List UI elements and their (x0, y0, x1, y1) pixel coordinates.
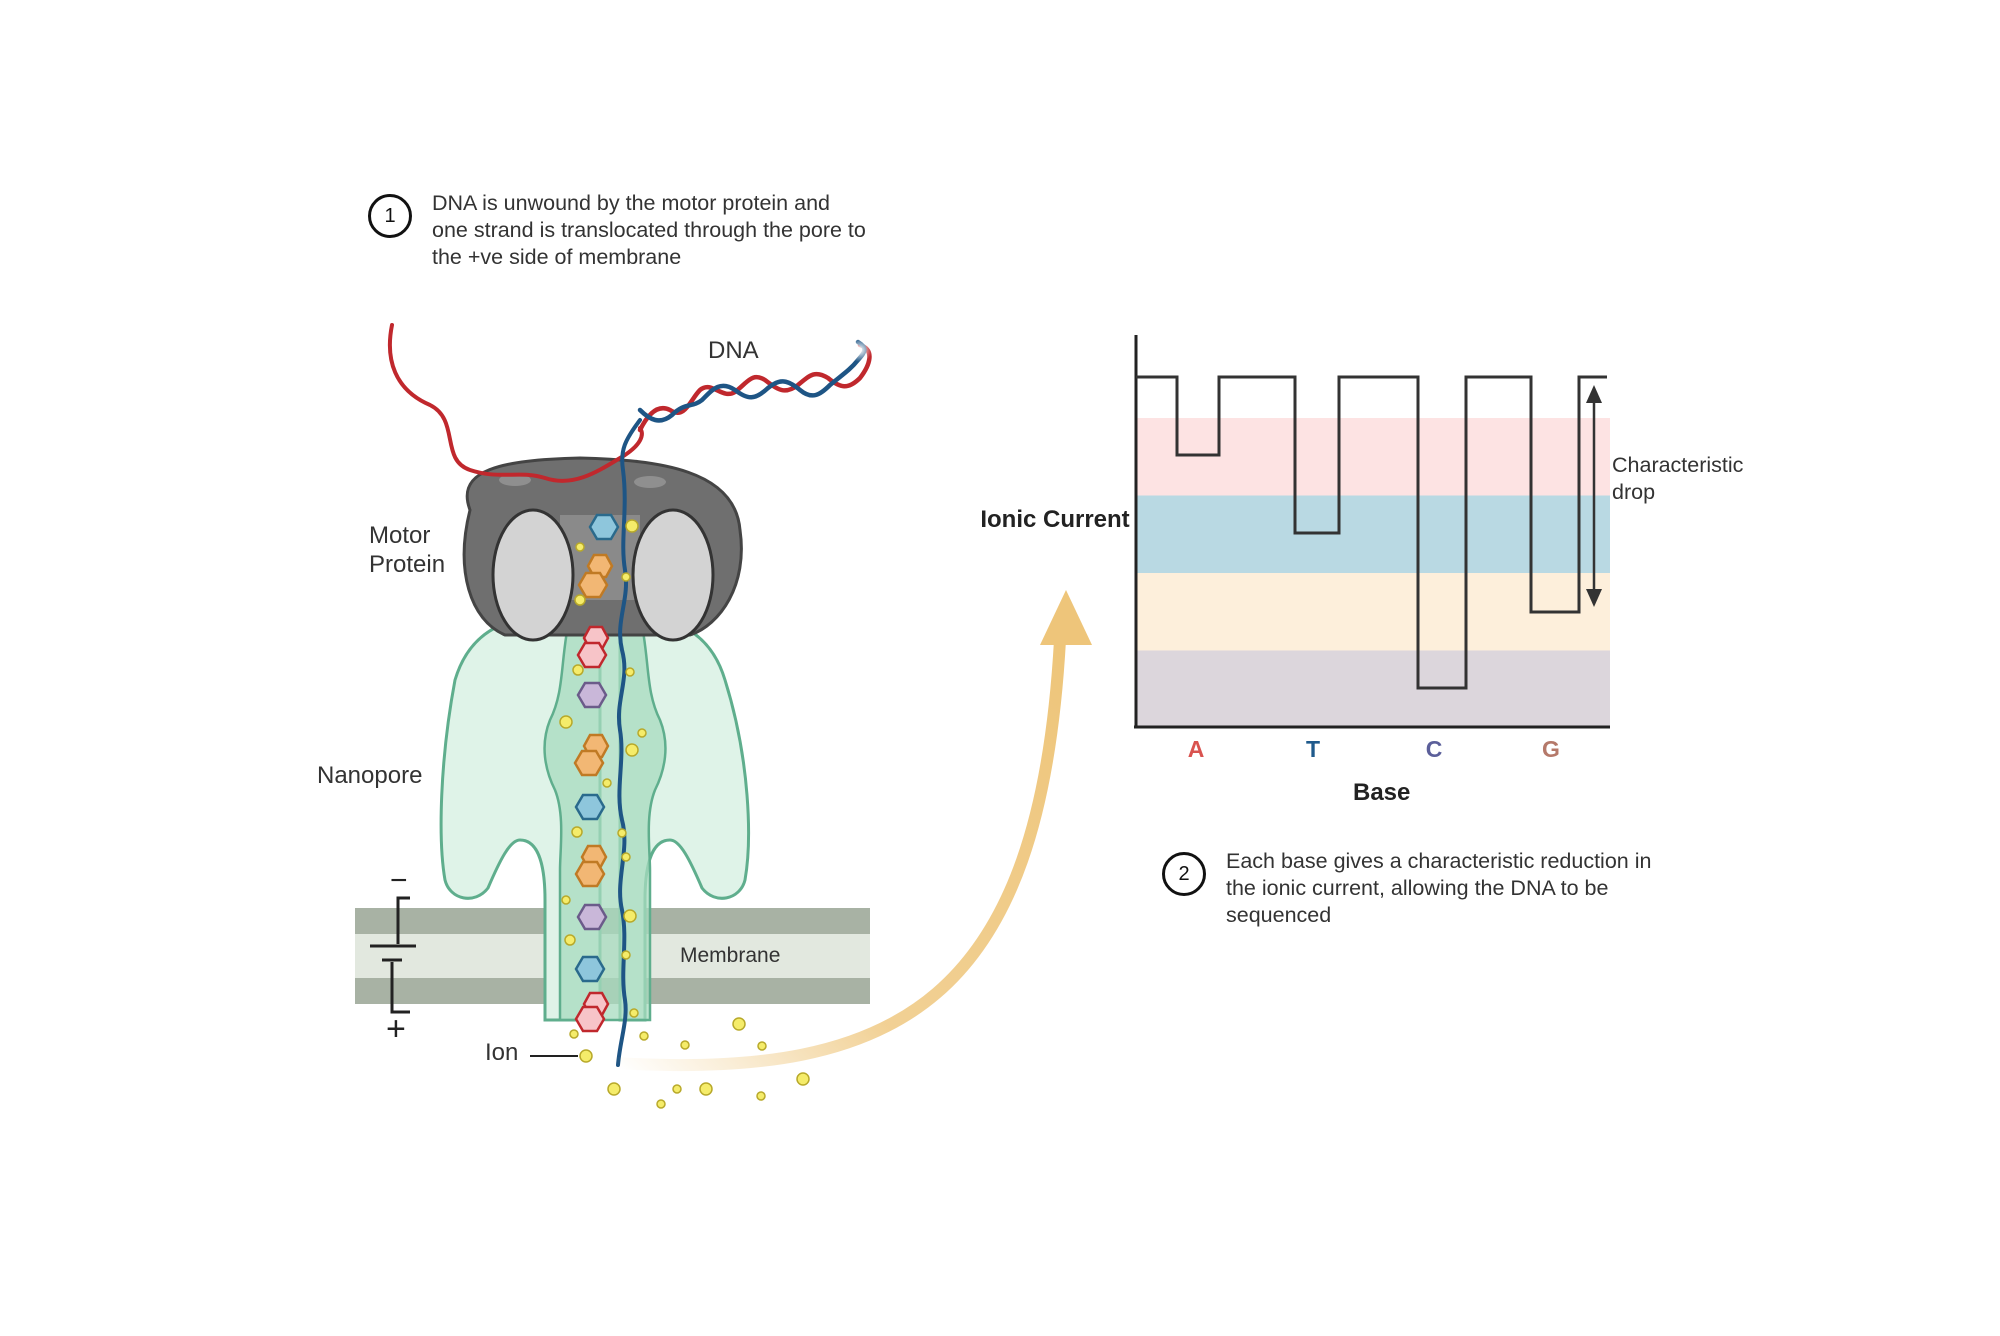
motor-protein (462, 456, 743, 642)
y-axis-label: Ionic Current (980, 506, 1130, 533)
signal-arrow (614, 590, 1092, 1072)
ion-label: Ion (485, 1039, 519, 1066)
dna-label: DNA (708, 337, 759, 364)
characteristic-drop-arrow (1586, 385, 1602, 607)
level-bands (1137, 418, 1610, 729)
step-1-text: DNA is unwound by the motor protein and … (432, 191, 866, 269)
base-tick-t: T (1305, 736, 1321, 762)
base-tick-a: A (1187, 736, 1205, 762)
band-a (1137, 418, 1610, 496)
characteristic-drop-label: Characteristic drop (1612, 453, 1744, 504)
step-2-text: Each base gives a characteristic reducti… (1226, 849, 1652, 927)
step-2-number: 2 (1162, 852, 1206, 896)
dna-bases (573, 513, 620, 1033)
membrane-label: Membrane (680, 944, 781, 967)
band-t (1137, 495, 1610, 574)
battery-symbol (370, 896, 416, 1014)
step-1: 1 DNA is unwound by the motor protein an… (368, 190, 868, 271)
ionic-current-plot (1134, 335, 1610, 729)
battery-minus: − (390, 864, 408, 897)
dna-strands (387, 323, 872, 1067)
battery-plus: + (386, 1010, 406, 1048)
band-c (1137, 650, 1610, 729)
motor-protein-label: Motor Protein (369, 522, 446, 578)
step-1-number: 1 (368, 194, 412, 238)
base-tick-c: C (1425, 736, 1443, 762)
step-2: 2 Each base gives a characteristic reduc… (1162, 848, 1662, 929)
base-tick-g: G (1542, 736, 1560, 762)
current-trace (1136, 375, 1607, 690)
ions (559, 519, 810, 1109)
x-axis-label: Base (1353, 779, 1411, 806)
nanopore-label: Nanopore (317, 762, 423, 789)
